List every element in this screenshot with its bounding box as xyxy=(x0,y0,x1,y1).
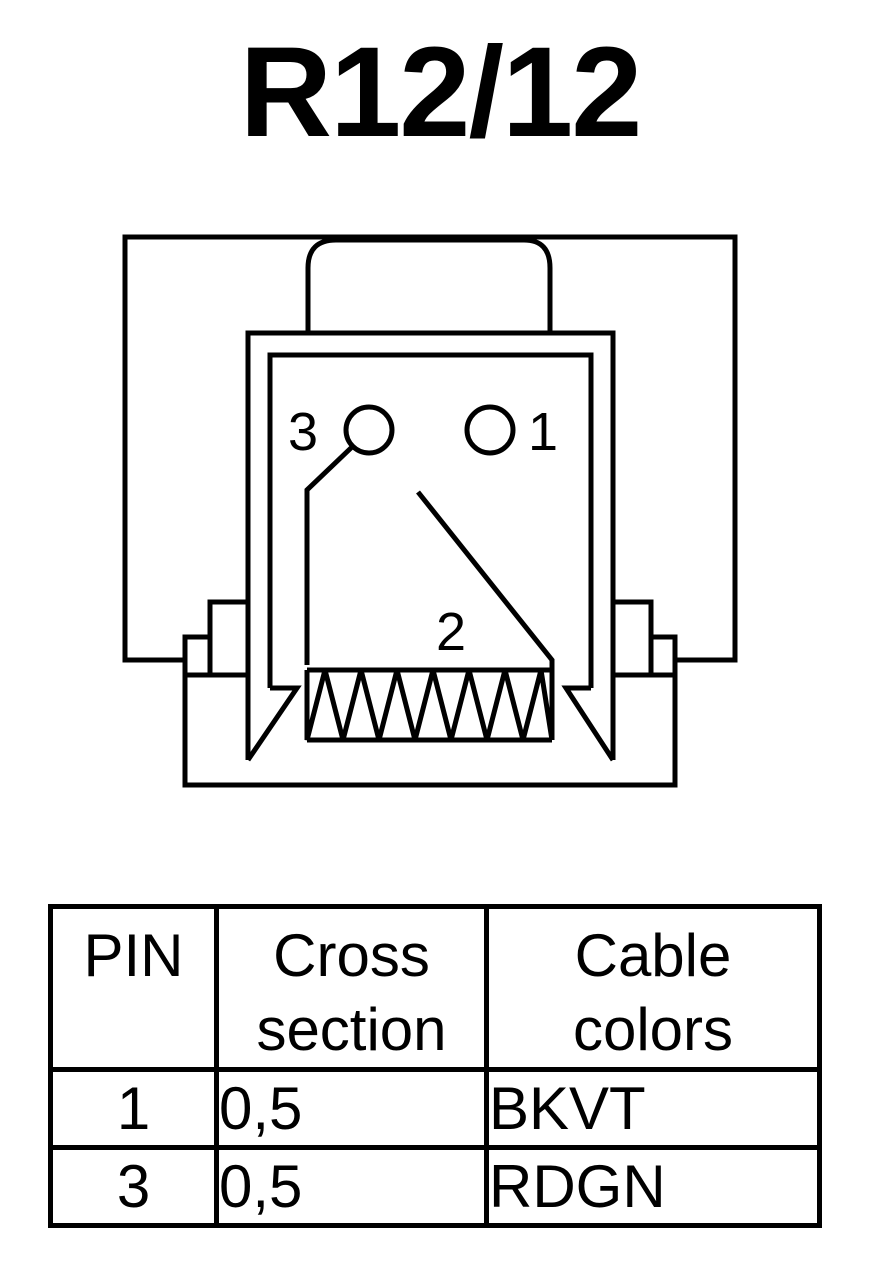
outer-housing-outline xyxy=(122,234,738,663)
row1-cable-color: BKVT xyxy=(484,1067,822,1150)
row2-cross-section: 0,5 xyxy=(214,1145,489,1228)
header-pin: PIN xyxy=(48,904,219,1072)
connector-diagram: 3 1 2 xyxy=(122,234,738,788)
right-side-block xyxy=(610,599,654,678)
table-row: 1 0,5 BKVT xyxy=(48,1067,822,1150)
pin3-lead xyxy=(304,445,354,665)
right-wedge xyxy=(561,685,616,762)
row1-cross-section: 0,5 xyxy=(214,1067,489,1150)
row2-cable-color: RDGN xyxy=(484,1145,822,1228)
header-pin-label: PIN xyxy=(83,922,184,989)
row1-pin: 1 xyxy=(48,1067,219,1150)
header-cross-line1: Cross xyxy=(273,922,430,989)
latch-tab xyxy=(305,237,553,333)
left-wedge xyxy=(245,685,302,762)
pin1-contact xyxy=(464,404,516,456)
pin2-label: 2 xyxy=(436,602,466,662)
row2-pin: 3 xyxy=(48,1145,219,1228)
left-side-block xyxy=(207,599,251,678)
header-cross-line2: section xyxy=(256,996,447,1063)
header-cross-section: Cross section xyxy=(214,904,489,1072)
pin-assignment-table: PIN Cross section Cable colors 1 0,5 BKV… xyxy=(48,904,822,1228)
table-header-row: PIN Cross section Cable colors xyxy=(48,904,822,1072)
frame-inner xyxy=(267,352,594,688)
spring-coil xyxy=(304,669,555,741)
left-side-step xyxy=(182,634,213,678)
pin1-label: 1 xyxy=(528,402,558,462)
pin2-lead xyxy=(416,490,555,740)
header-color-line2: colors xyxy=(572,996,734,1063)
connector-title: R12/12 xyxy=(239,21,643,164)
frame-outer xyxy=(245,330,616,760)
pin3-label: 3 xyxy=(288,402,318,462)
table-row: 3 0,5 RDGN xyxy=(48,1145,822,1228)
header-cable-colors: Cable colors xyxy=(484,904,822,1072)
pin3-contact xyxy=(343,404,395,456)
right-side-step xyxy=(648,634,678,678)
header-color-line1: Cable xyxy=(574,922,732,989)
base-outline xyxy=(182,637,678,788)
